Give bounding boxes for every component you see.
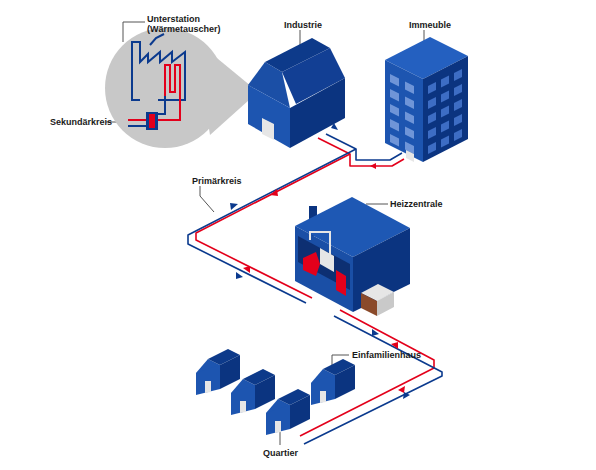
heating-plant: [295, 197, 410, 316]
leader-lines: [106, 22, 424, 445]
house-door: [320, 391, 326, 403]
primary-circuit-label: Primärkreis: [192, 176, 242, 186]
window: [405, 127, 414, 140]
window: [428, 142, 436, 154]
house-wall: [231, 385, 255, 415]
building-label: Heizzentrale: [390, 199, 443, 209]
window: [454, 99, 462, 111]
secondary-circuit-label: Sekundärkreis: [50, 117, 112, 127]
pipes: [188, 134, 442, 444]
industry-building: [248, 38, 345, 148]
window: [454, 129, 462, 141]
house-wall: [311, 375, 335, 405]
window: [454, 84, 462, 96]
window: [390, 119, 399, 132]
house-wall: [266, 405, 290, 435]
window: [405, 112, 414, 125]
house-side: [290, 395, 310, 429]
building-label: Industrie: [284, 20, 322, 30]
house-side: [255, 375, 275, 409]
window: [441, 121, 449, 133]
house-wall: [196, 365, 220, 395]
window: [428, 112, 436, 124]
window: [390, 134, 399, 147]
window: [390, 74, 399, 87]
window: [390, 89, 399, 102]
house-side: [220, 355, 240, 389]
building-label: Immeuble: [409, 20, 451, 30]
window: [405, 82, 414, 95]
substation-bubble: [105, 28, 258, 148]
district-label: Quartier: [263, 448, 298, 458]
substation-label: Unterstation (Wärmetauscher): [147, 14, 225, 34]
houses: [196, 349, 355, 435]
window: [428, 82, 436, 94]
window: [405, 97, 414, 110]
window: [390, 104, 399, 117]
house-side: [335, 365, 355, 399]
house-door: [205, 381, 211, 393]
house-door: [240, 401, 246, 413]
house-door: [275, 421, 281, 433]
window: [428, 127, 436, 139]
window: [441, 136, 449, 148]
window: [454, 69, 462, 81]
window: [428, 97, 436, 109]
window: [441, 106, 449, 118]
apartment-building: [385, 37, 468, 162]
building-label: Einfamilienhaus: [352, 350, 421, 360]
window: [454, 114, 462, 126]
window: [441, 91, 449, 103]
window: [441, 76, 449, 88]
